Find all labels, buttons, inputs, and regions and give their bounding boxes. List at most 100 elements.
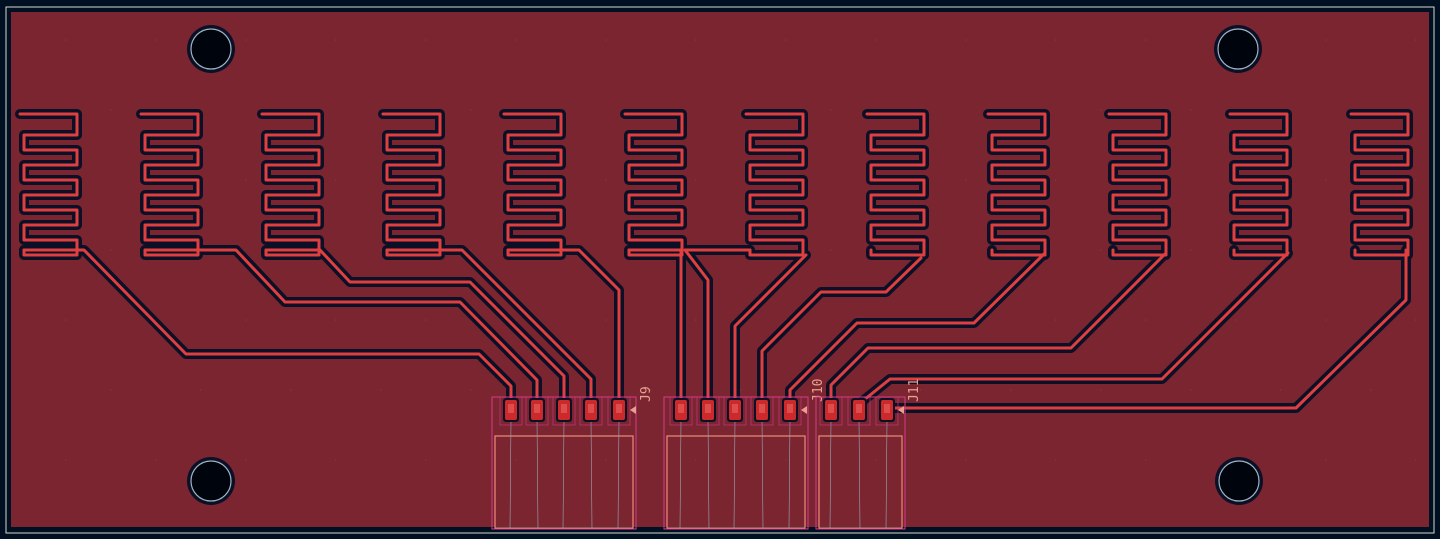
board-outline bbox=[5, 6, 1435, 534]
texture-dot bbox=[514, 39, 517, 41]
signal-trace bbox=[627, 248, 683, 412]
pad-label-mark bbox=[884, 404, 890, 413]
texture-dot bbox=[244, 39, 247, 41]
texture-dot bbox=[1144, 39, 1147, 41]
electrode-meander bbox=[1107, 112, 1168, 257]
ratsnest-line bbox=[788, 419, 791, 529]
pad-courtyard bbox=[750, 396, 774, 426]
pin1-indicator-icon bbox=[801, 406, 807, 414]
texture-dot bbox=[424, 39, 427, 41]
signal-trace bbox=[885, 248, 1408, 410]
texture-dot bbox=[64, 39, 67, 41]
ratsnest-line bbox=[590, 419, 593, 529]
pad-label-mark bbox=[732, 404, 738, 413]
texture-dot bbox=[334, 179, 337, 181]
ratsnest-line bbox=[858, 419, 861, 529]
texture-dot bbox=[739, 109, 742, 111]
texture-dot bbox=[964, 179, 967, 181]
pad-courtyard bbox=[525, 396, 549, 426]
ratsnest-line bbox=[562, 419, 565, 529]
signal-trace bbox=[829, 251, 1168, 412]
texture-dot bbox=[604, 459, 607, 461]
texture-dot bbox=[1279, 389, 1282, 391]
texture-dot bbox=[694, 459, 697, 461]
texture-dot bbox=[334, 459, 337, 461]
texture-dot bbox=[1054, 179, 1057, 181]
texture-dot bbox=[604, 39, 607, 41]
texture-dot bbox=[1414, 319, 1417, 321]
texture-dot bbox=[244, 459, 247, 461]
pin1-indicator-icon bbox=[898, 406, 904, 414]
texture-dot bbox=[874, 39, 877, 41]
texture-dot bbox=[64, 319, 67, 321]
electrode-meander bbox=[260, 112, 321, 257]
pad-courtyard bbox=[875, 396, 899, 426]
texture-dot bbox=[919, 389, 922, 391]
pad-courtyard bbox=[579, 396, 603, 426]
pad-label-mark bbox=[828, 404, 834, 413]
reference-label: J9 bbox=[639, 386, 654, 402]
texture-dot bbox=[604, 179, 607, 181]
ratsnest-line bbox=[885, 419, 888, 529]
pad-courtyard bbox=[552, 396, 576, 426]
texture-dot bbox=[1414, 39, 1417, 41]
texture-dot bbox=[1324, 39, 1327, 41]
ratsnest-line bbox=[707, 419, 710, 529]
pad-courtyard bbox=[696, 396, 720, 426]
mounting-hole bbox=[1217, 28, 1259, 70]
texture-dot bbox=[469, 109, 472, 111]
pad-courtyard bbox=[778, 396, 802, 426]
electrode-meander bbox=[381, 112, 442, 257]
pin1-indicator-icon bbox=[630, 406, 636, 414]
silkscreen-body bbox=[818, 435, 903, 529]
mounting-hole bbox=[190, 28, 232, 70]
connector-j9[interactable]: J9 bbox=[491, 386, 654, 530]
pad-label-mark bbox=[561, 404, 567, 413]
texture-dot bbox=[1189, 389, 1192, 391]
texture-dot bbox=[424, 459, 427, 461]
texture-dot bbox=[1414, 459, 1417, 461]
pad-label-mark bbox=[856, 404, 862, 413]
pad-label-mark bbox=[787, 404, 793, 413]
texture-dot bbox=[694, 39, 697, 41]
signal-trace bbox=[506, 248, 621, 412]
signal-trace bbox=[264, 248, 566, 412]
texture-dot bbox=[1369, 389, 1372, 391]
texture-dot bbox=[64, 459, 67, 461]
ratsnest-line bbox=[829, 419, 832, 529]
pad-label-mark bbox=[705, 404, 711, 413]
electrode-meander bbox=[139, 112, 200, 257]
texture-dot bbox=[109, 249, 112, 251]
texture-dot bbox=[694, 179, 697, 181]
pad-label-mark bbox=[678, 404, 684, 413]
texture-dot bbox=[379, 249, 382, 251]
texture-dot bbox=[154, 39, 157, 41]
electrode-meander bbox=[865, 112, 926, 257]
texture-dot bbox=[784, 459, 787, 461]
texture-dot bbox=[154, 459, 157, 461]
mounting-hole bbox=[1218, 460, 1260, 502]
texture-dot bbox=[1324, 179, 1327, 181]
texture-dot bbox=[784, 39, 787, 41]
texture-dot bbox=[109, 109, 112, 111]
texture-dot bbox=[514, 459, 517, 461]
mounting-hole bbox=[190, 460, 232, 502]
ratsnest-line bbox=[617, 419, 620, 529]
electrode-meander bbox=[986, 112, 1047, 257]
ratsnest-line bbox=[509, 419, 512, 529]
texture-dot bbox=[1144, 319, 1147, 321]
reference-label: J11 bbox=[907, 379, 922, 402]
connector-j11[interactable]: J11 bbox=[815, 379, 922, 530]
pad-label-mark bbox=[759, 404, 765, 413]
signal-trace bbox=[143, 248, 539, 412]
pad-courtyard bbox=[607, 396, 631, 426]
pad-label-mark bbox=[534, 404, 540, 413]
signal-trace bbox=[683, 248, 752, 412]
connector-j10[interactable]: J10 bbox=[663, 379, 826, 530]
texture-dot bbox=[1144, 459, 1147, 461]
texture-dot bbox=[469, 389, 472, 391]
signal-trace bbox=[760, 256, 923, 412]
pad-courtyard bbox=[723, 396, 747, 426]
